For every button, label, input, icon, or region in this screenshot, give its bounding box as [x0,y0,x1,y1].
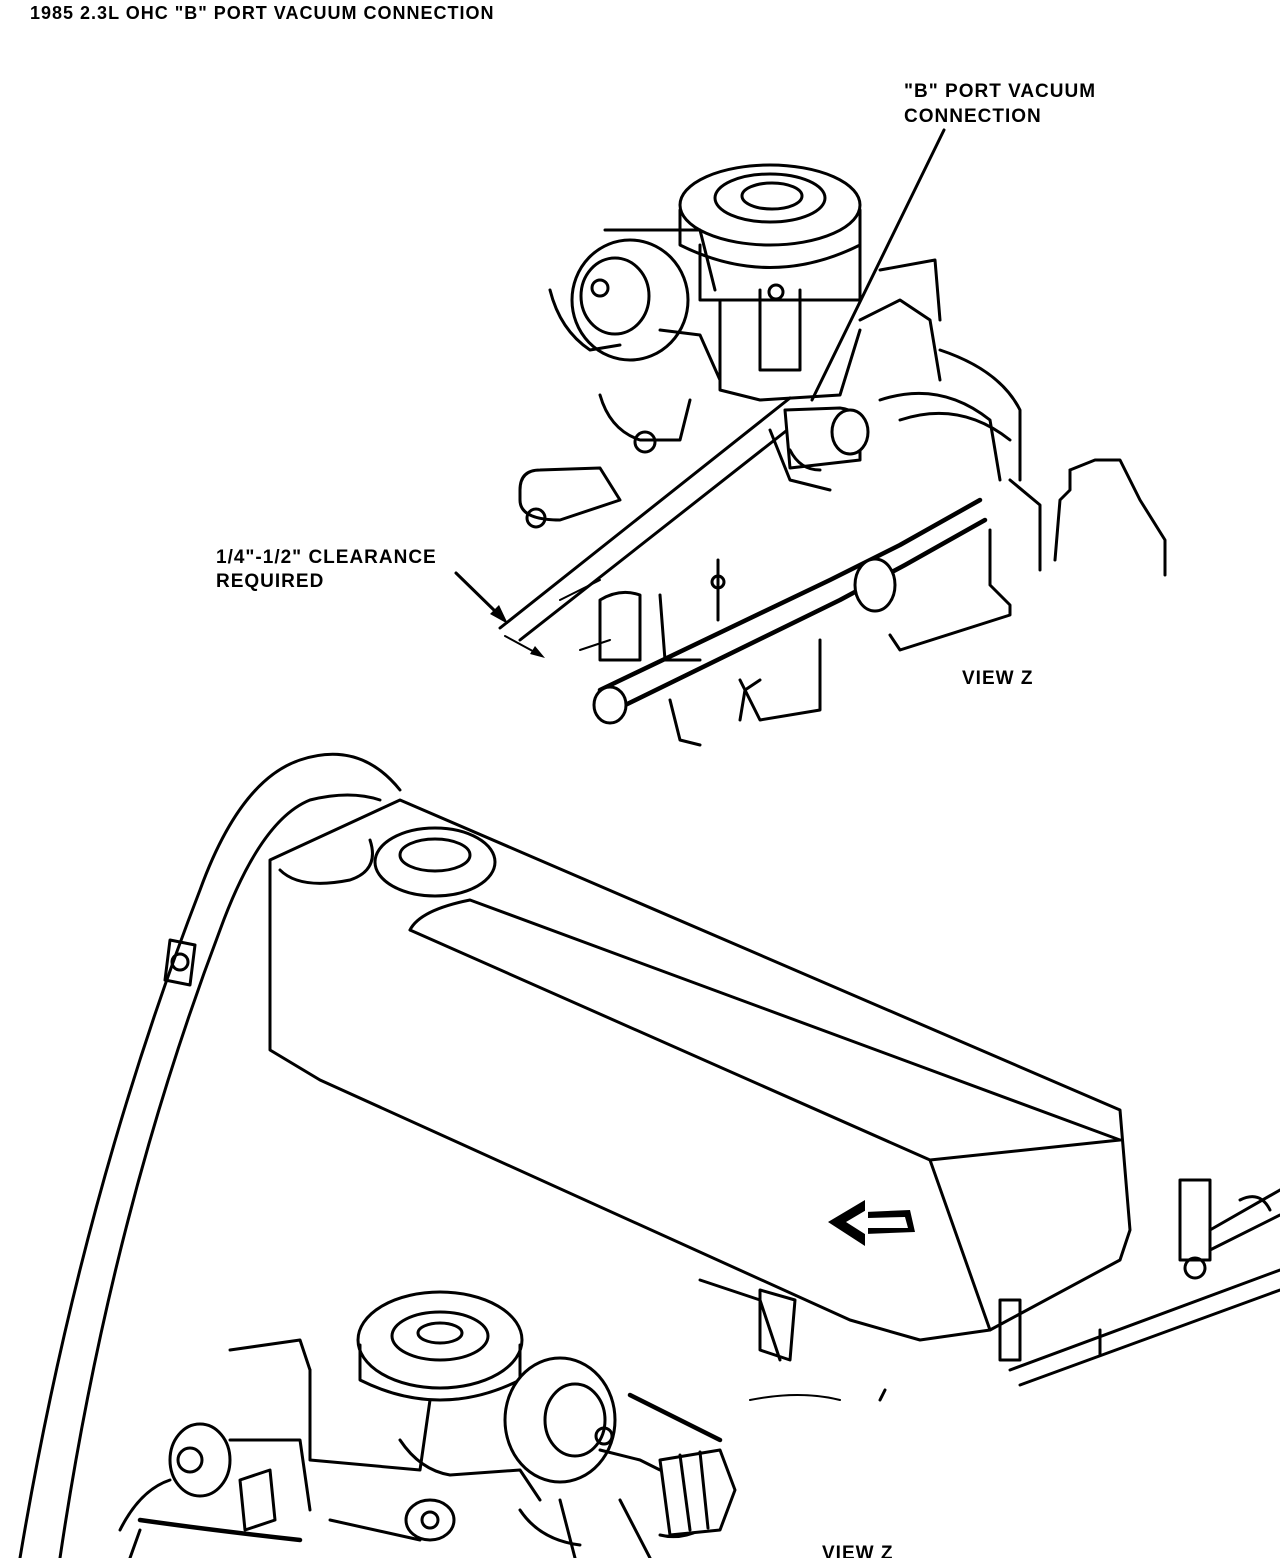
clearance-leader-arrow [454,571,545,658]
b-port-leader-line [810,128,946,402]
figure-title: 1985 2.3L OHC "B" PORT VACUUM CONNECTION [30,3,494,23]
clearance-callout-line1: 1/4"-1/2" CLEARANCE [216,547,437,568]
view-z-arrow-label: VIEW Z [822,1543,893,1558]
b-port-callout-line2: CONNECTION [904,106,1042,127]
view-z-detail-illustration [498,163,1167,747]
clearance-callout-line2: REQUIRED [216,571,324,592]
view-z-detail-label: VIEW Z [962,668,1033,689]
engine-main-illustration [18,752,1280,1558]
b-port-callout-line1: "B" PORT VACUUM [904,81,1096,102]
